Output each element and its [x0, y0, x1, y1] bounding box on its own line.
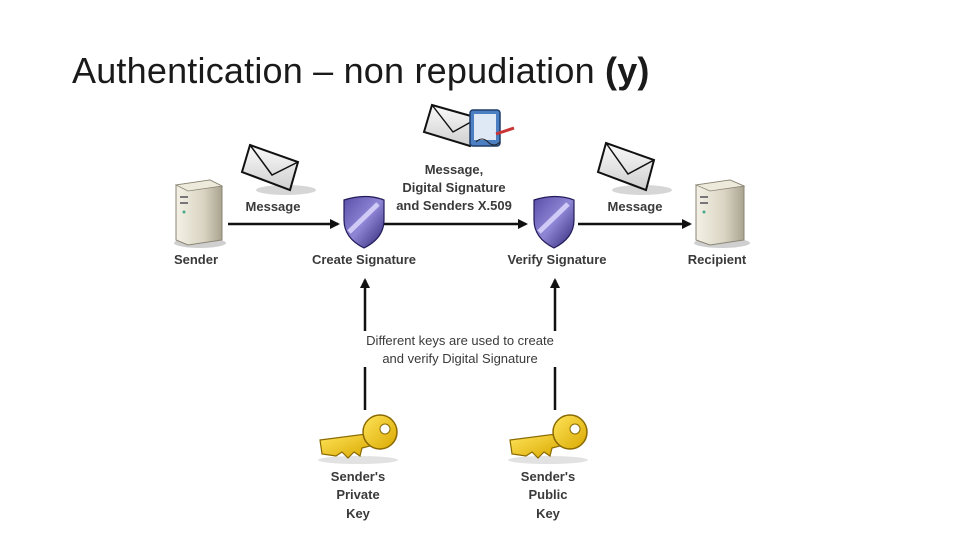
sender-label: Sender	[174, 252, 218, 267]
signed-message-envelope-icon	[422, 103, 515, 148]
private-key-icon	[318, 414, 398, 464]
recipient-server-icon	[694, 179, 750, 248]
message-envelope-icon-right	[596, 141, 672, 195]
recipient-label: Recipient	[688, 252, 747, 267]
public-key-label-line-2: Public	[528, 487, 567, 502]
center-label-line-3: and Senders X.509	[396, 198, 512, 213]
private-key-label-line-2: Private	[336, 487, 379, 502]
private-key-label-line-3: Key	[346, 506, 371, 521]
verify-signature-shield-icon	[533, 195, 575, 249]
message-label-right: Message	[608, 199, 663, 214]
private-key-label-line-1: Sender's	[331, 469, 385, 484]
create-signature-label: Create Signature	[312, 252, 416, 267]
public-key-label-line-3: Key	[536, 506, 561, 521]
verify-signature-label: Verify Signature	[508, 252, 607, 267]
slide-title-main: Authentication – non repudiation	[72, 50, 595, 91]
public-key-icon	[508, 414, 588, 464]
keys-note-line-1: Different keys are used to create	[366, 333, 554, 348]
message-label-left: Message	[246, 199, 301, 214]
center-label-line-1: Message,	[425, 162, 484, 177]
keys-note-line-2: and verify Digital Signature	[382, 351, 537, 366]
create-signature-shield-icon	[343, 195, 385, 249]
message-envelope-icon-left	[240, 143, 316, 195]
public-key-label-line-1: Sender's	[521, 469, 575, 484]
sender-server-icon	[174, 179, 226, 248]
slide-title: Authentication – non repudiation (y)	[72, 50, 650, 92]
slide-title-suffix: (y)	[605, 50, 650, 91]
center-label-line-2: Digital Signature	[402, 180, 505, 195]
keys-note-background	[352, 331, 568, 367]
